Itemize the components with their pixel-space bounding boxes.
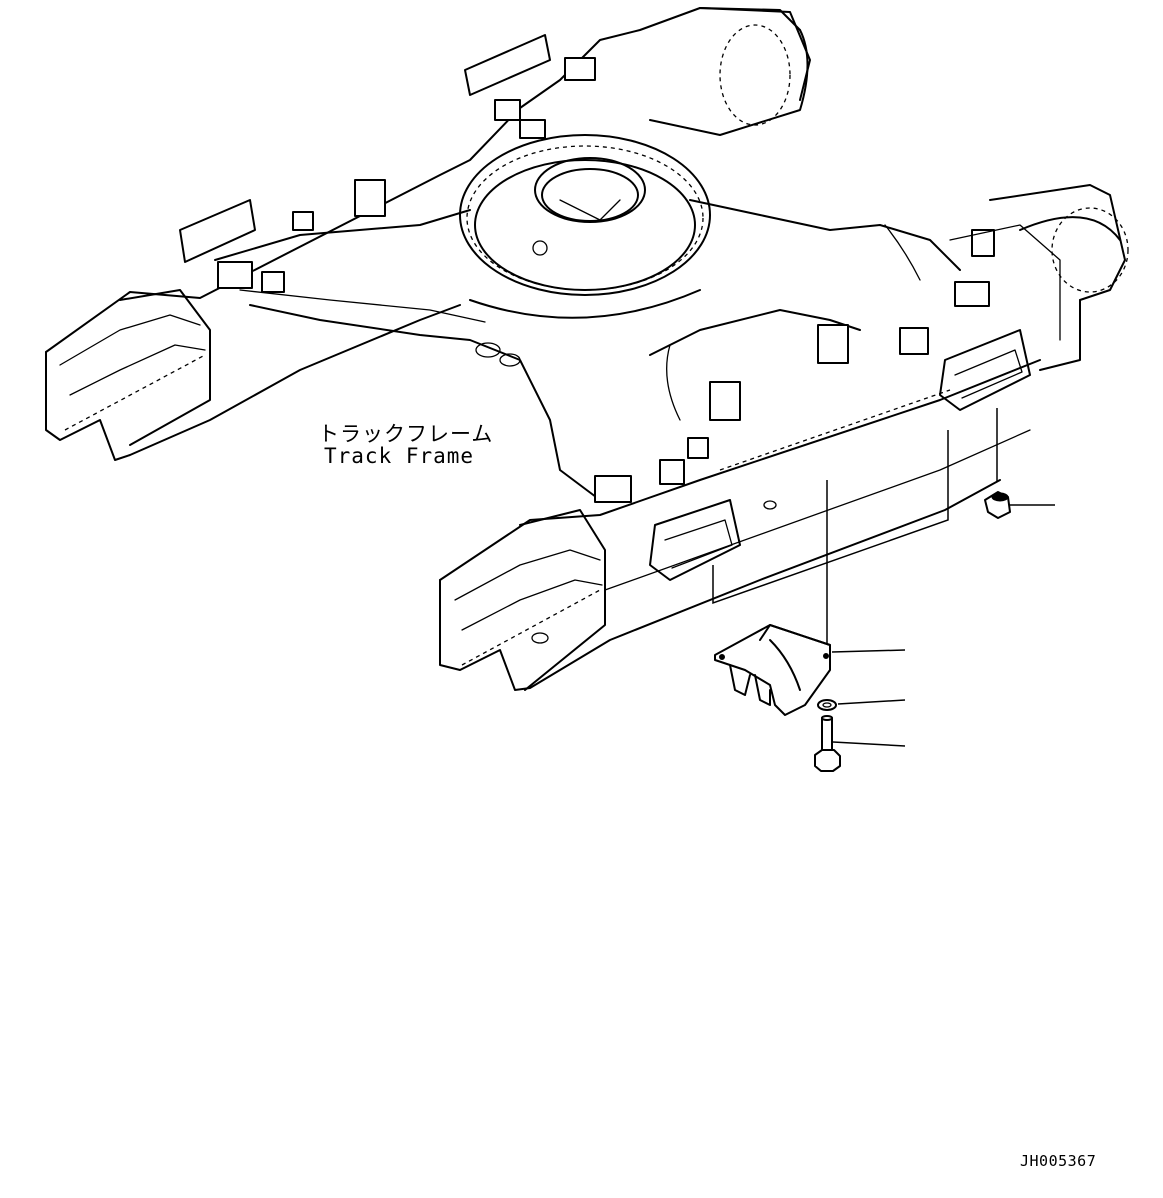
- exploded-parts: [714, 491, 1055, 772]
- assembly-label-japanese: トラックフレーム: [318, 422, 494, 446]
- bolt-clusters: [217, 57, 995, 503]
- assembly-label-english: Track Frame: [324, 444, 475, 468]
- right-idler-end: [949, 184, 1129, 371]
- sprocket-end: [699, 7, 811, 126]
- track-guard-part: [714, 624, 906, 716]
- near-track-rail: [439, 359, 1041, 691]
- reference-lines: [712, 408, 998, 645]
- swing-circle: [459, 134, 711, 319]
- drawing-code: JH005367: [1020, 1152, 1097, 1170]
- washer-part: [817, 699, 906, 711]
- guard-brackets: [179, 34, 1031, 581]
- bolt-part: [814, 715, 906, 772]
- plug-part: [984, 491, 1055, 519]
